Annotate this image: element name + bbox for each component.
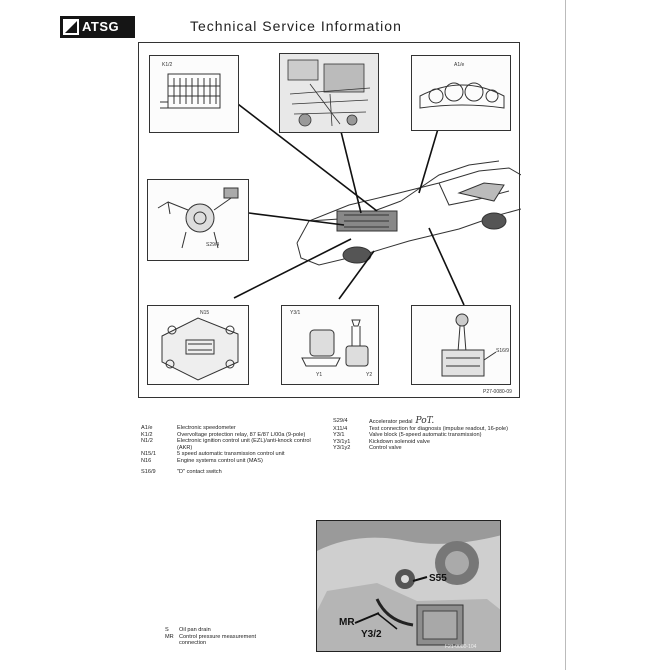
figure-code: P27-0080-09 bbox=[483, 389, 512, 395]
legend-desc: Electronic ignition control unit (EZL)/a… bbox=[177, 438, 311, 451]
legend-desc: Control pressure measurement connection bbox=[179, 633, 257, 647]
transmission-photo-drawing bbox=[317, 521, 500, 651]
photo-code: F21-0080-104 bbox=[445, 644, 477, 650]
relay-code-label: K1/2 bbox=[162, 62, 173, 68]
legend-code: S16/9 bbox=[141, 468, 156, 475]
shifter-box: S16/9 bbox=[411, 305, 511, 385]
legend-desc: Test connection for diagnosis (impulse r… bbox=[369, 425, 508, 432]
y32-label: Y3/2 bbox=[361, 629, 382, 640]
legend-desc: Control valve bbox=[369, 445, 402, 452]
legend-desc: 5 speed automatic transmission control u… bbox=[177, 451, 285, 458]
car-illustration bbox=[296, 160, 521, 266]
cluster-drawing bbox=[419, 82, 505, 109]
legend-code: S bbox=[165, 627, 169, 633]
legend-code: S29/4 bbox=[333, 418, 348, 424]
logo-emblem-icon bbox=[63, 19, 79, 35]
legend-code: A1/e bbox=[141, 425, 153, 431]
legend-row: MR Control pressure measurement connectio… bbox=[165, 634, 269, 647]
legend-row: K1/2 Overvoltage protection relay, 87 E/8… bbox=[141, 432, 316, 439]
legend-row: A1/e Electronic speedometer bbox=[141, 425, 316, 432]
logo-text: ATSG bbox=[82, 19, 120, 34]
valves-drawing bbox=[301, 319, 369, 367]
bottom-legend: S Oil pan drain MR Control pressure measur… bbox=[165, 627, 269, 647]
legend-row: N1/2 Electronic ignition control unit (EZ… bbox=[141, 438, 316, 451]
valve-y2-label: Y2 bbox=[366, 372, 373, 378]
valve-y1-label: Y1 bbox=[316, 372, 323, 378]
legend-code: Y3/1y2 bbox=[333, 445, 351, 452]
s55-label: S55 bbox=[429, 573, 447, 584]
legend-left: A1/e Electronic speedometer K1/2 Overvolta… bbox=[141, 425, 316, 475]
page-title: Technical Service Information bbox=[190, 18, 402, 34]
legend-desc: Overvoltage protection relay, 87 E/87 L/… bbox=[177, 431, 306, 438]
atsg-logo: ATSG bbox=[60, 16, 135, 38]
valve-y3-label: Y3/1 bbox=[290, 310, 301, 316]
legend-desc: Oil pan drain bbox=[179, 627, 211, 633]
handwritten-note: PoT. bbox=[415, 416, 435, 426]
legend-row: Y3/1 Valve block (5-speed automatic trans… bbox=[333, 432, 533, 439]
page-edge bbox=[565, 0, 566, 670]
transmission-photo: S55 MR Y3/2 F21-0080-104 bbox=[316, 520, 501, 652]
legend-row: Y3/1y1 Kickdown solenoid valve bbox=[333, 439, 533, 446]
legend-code: N1/2 bbox=[141, 438, 153, 445]
legend-desc: Electronic speedometer bbox=[177, 425, 236, 431]
legend-row: N16 Engine systems control unit (MAS) bbox=[141, 458, 316, 465]
ignition-unit-drawing bbox=[161, 317, 239, 381]
pedal-drawing bbox=[157, 187, 239, 249]
legend-row: X11/4 Test connection for diagnosis (impu… bbox=[333, 426, 533, 433]
engine-compartment-drawing bbox=[287, 59, 371, 127]
legend-code: K1/2 bbox=[141, 431, 153, 438]
speedometer-code-label: A1/e bbox=[454, 62, 465, 68]
legend-row: Y3/1y2 Control valve bbox=[333, 445, 533, 452]
legend-code: N15/1 bbox=[141, 451, 156, 458]
shifter-drawing bbox=[441, 313, 497, 377]
legend-desc: Valve block (5-speed automatic transmiss… bbox=[369, 432, 482, 439]
legend-row: S16/9 "D" contact switch bbox=[141, 469, 316, 476]
ignition-unit-box: N15 bbox=[147, 305, 249, 385]
legend-desc: "D" contact switch bbox=[177, 468, 222, 475]
relay-drawing bbox=[160, 73, 221, 109]
legend-code: N16 bbox=[141, 457, 152, 464]
valve-block-box: Y3/1 Y1 Y2 bbox=[281, 305, 379, 385]
legend-row: N15/1 5 speed automatic transmission cont… bbox=[141, 451, 316, 458]
tcm-code-label: N15 bbox=[200, 310, 210, 316]
relay-box: K1/2 bbox=[149, 55, 239, 133]
shifter-code-label: S16/9 bbox=[496, 348, 510, 354]
engine-compartment-box bbox=[279, 53, 379, 133]
instrument-cluster-box: A1/e bbox=[411, 55, 511, 131]
legend-code: X11/4 bbox=[333, 425, 348, 432]
switch-code-label: S29/4 bbox=[206, 242, 220, 248]
legend-desc: Kickdown solenoid valve bbox=[369, 438, 430, 445]
legend-desc: Engine systems control unit (MAS) bbox=[177, 457, 263, 464]
legend-code: Y3/1y1 bbox=[333, 438, 351, 445]
accelerator-pedal-box: S29/4 bbox=[147, 179, 249, 261]
legend-code: MR bbox=[165, 633, 174, 640]
legend-row: S Oil pan drain bbox=[165, 627, 269, 634]
component-location-figure: K1/2 A1/e bbox=[138, 42, 521, 398]
legend-code: Y3/1 bbox=[333, 432, 345, 439]
legend-desc-text: Accelerator pedal bbox=[369, 419, 413, 425]
mr-label: MR bbox=[339, 617, 355, 628]
